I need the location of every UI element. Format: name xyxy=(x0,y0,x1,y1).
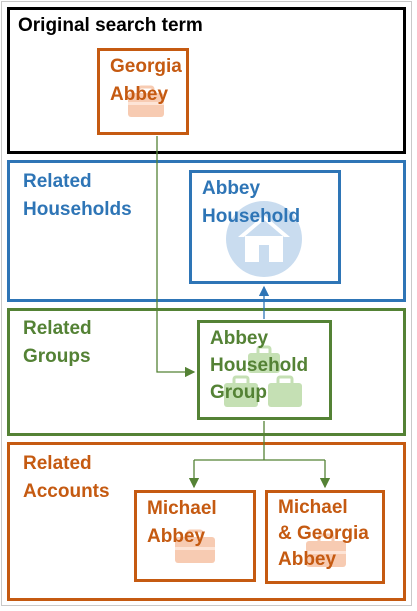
card-line: Georgia xyxy=(110,56,182,77)
abbey-household-card[interactable]: Abbey Household xyxy=(189,170,341,284)
briefcase-icon xyxy=(128,85,164,117)
card-line: Abbey xyxy=(210,328,269,349)
title-line: Accounts xyxy=(23,481,110,502)
card-line: Group xyxy=(210,382,267,403)
card-line: Michael xyxy=(278,497,348,518)
card-line: Abbey xyxy=(147,526,206,547)
georgia-abbey-card[interactable]: Georgia Abbey xyxy=(97,48,189,135)
card-line: Household xyxy=(210,355,309,376)
michael-abbey-card[interactable]: Michael Abbey xyxy=(134,490,256,582)
card-line: Household xyxy=(202,206,301,227)
title-line: Related xyxy=(23,453,92,474)
groups-title: Related Groups xyxy=(23,315,92,371)
households-section xyxy=(7,160,406,302)
abbey-household-group-card[interactable]: Abbey Household Group xyxy=(197,320,332,420)
search-term-section xyxy=(7,7,406,154)
card-line: Abbey xyxy=(278,549,337,570)
house-icon xyxy=(226,201,302,277)
accounts-title: Related Accounts xyxy=(23,450,110,506)
title-line: Related xyxy=(23,171,92,192)
title-line: Households xyxy=(23,199,132,220)
card-line: Abbey xyxy=(110,84,169,105)
card-line: & Georgia xyxy=(278,523,369,544)
briefcase-group-icon xyxy=(224,345,302,407)
figure-border xyxy=(1,1,412,606)
briefcase-icon xyxy=(175,529,215,563)
title-line: Related xyxy=(23,318,92,339)
search-term-title: Original search term xyxy=(18,15,203,36)
title-line: Groups xyxy=(23,346,91,367)
card-line: Abbey xyxy=(202,178,261,199)
briefcase-icon xyxy=(306,533,346,567)
card-line: Michael xyxy=(147,498,217,519)
groups-section xyxy=(7,308,406,436)
accounts-section xyxy=(7,442,406,601)
michael-georgia-abbey-card[interactable]: Michael & Georgia Abbey xyxy=(265,490,385,584)
households-title: Related Households xyxy=(23,168,132,224)
